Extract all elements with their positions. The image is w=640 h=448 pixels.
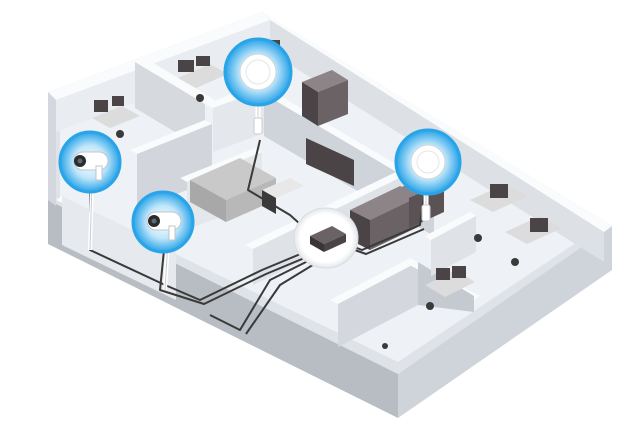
wall-tv bbox=[306, 138, 354, 186]
monitor bbox=[94, 100, 108, 112]
office-chair bbox=[382, 343, 388, 349]
cable-run bbox=[209, 249, 331, 331]
monitor bbox=[452, 266, 466, 278]
monitor bbox=[436, 268, 450, 280]
chairs bbox=[116, 94, 519, 349]
access-point-right[interactable] bbox=[394, 128, 462, 222]
monitor bbox=[112, 96, 124, 106]
office-chair bbox=[474, 234, 482, 242]
network-switch bbox=[293, 207, 359, 269]
access-point-top[interactable] bbox=[223, 37, 293, 135]
office-chair bbox=[116, 130, 124, 138]
lounge-sofa bbox=[190, 158, 304, 222]
desks bbox=[92, 40, 562, 297]
monitor bbox=[490, 184, 508, 198]
camera-left-top[interactable] bbox=[58, 130, 122, 251]
cable-to-camera-2 bbox=[159, 239, 327, 305]
camera-left-bottom[interactable] bbox=[131, 190, 195, 291]
monitor bbox=[178, 60, 194, 72]
office-chair bbox=[511, 258, 519, 266]
monitor bbox=[196, 56, 210, 66]
monitor bbox=[530, 218, 548, 232]
office-chair bbox=[426, 302, 434, 310]
office-chair bbox=[196, 94, 204, 102]
